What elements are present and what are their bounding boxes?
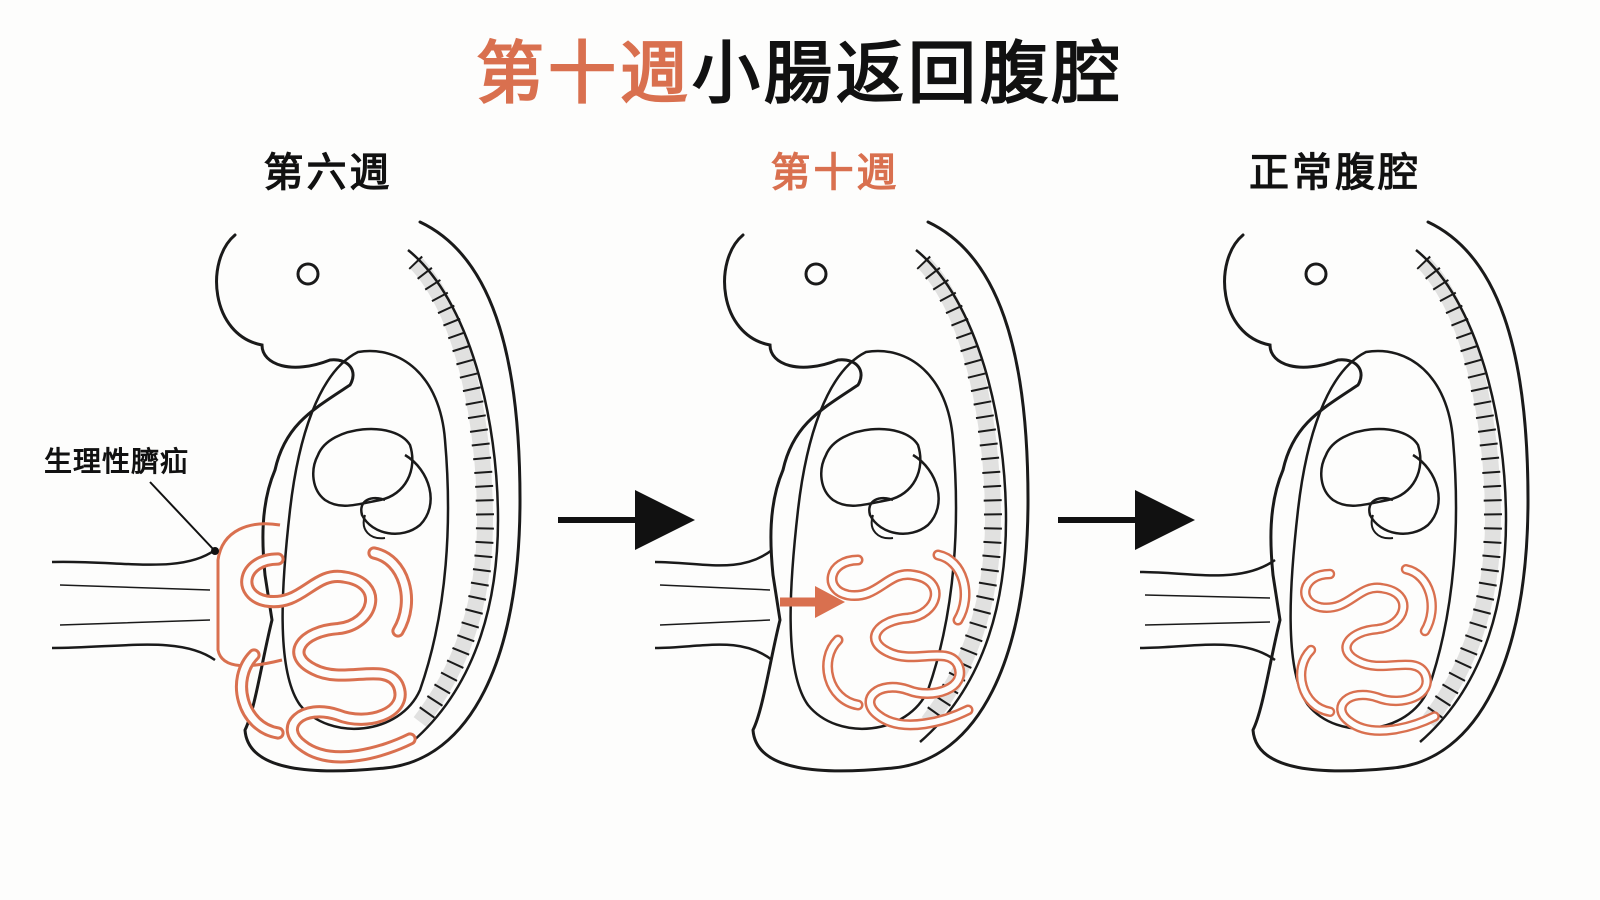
- page-title: 第十週小腸返回腹腔: [0, 18, 1600, 117]
- embryo-week-6: [51, 222, 520, 771]
- panel-label-normal: 正常腹腔: [1249, 150, 1421, 196]
- embryo-week-10: [654, 222, 1028, 771]
- hernia-label: 生理性臍疝: [44, 445, 190, 478]
- hernia-leader-dot: [211, 547, 219, 555]
- embryo-normal: [1139, 222, 1528, 771]
- title-rest: 小腸返回腹腔: [692, 35, 1125, 114]
- hernia-leader-line: [149, 481, 215, 551]
- panel-label-week-10: 第十週: [770, 150, 900, 196]
- panel-label-week-6: 第六週: [263, 150, 393, 196]
- title-highlight: 第十週: [475, 35, 692, 114]
